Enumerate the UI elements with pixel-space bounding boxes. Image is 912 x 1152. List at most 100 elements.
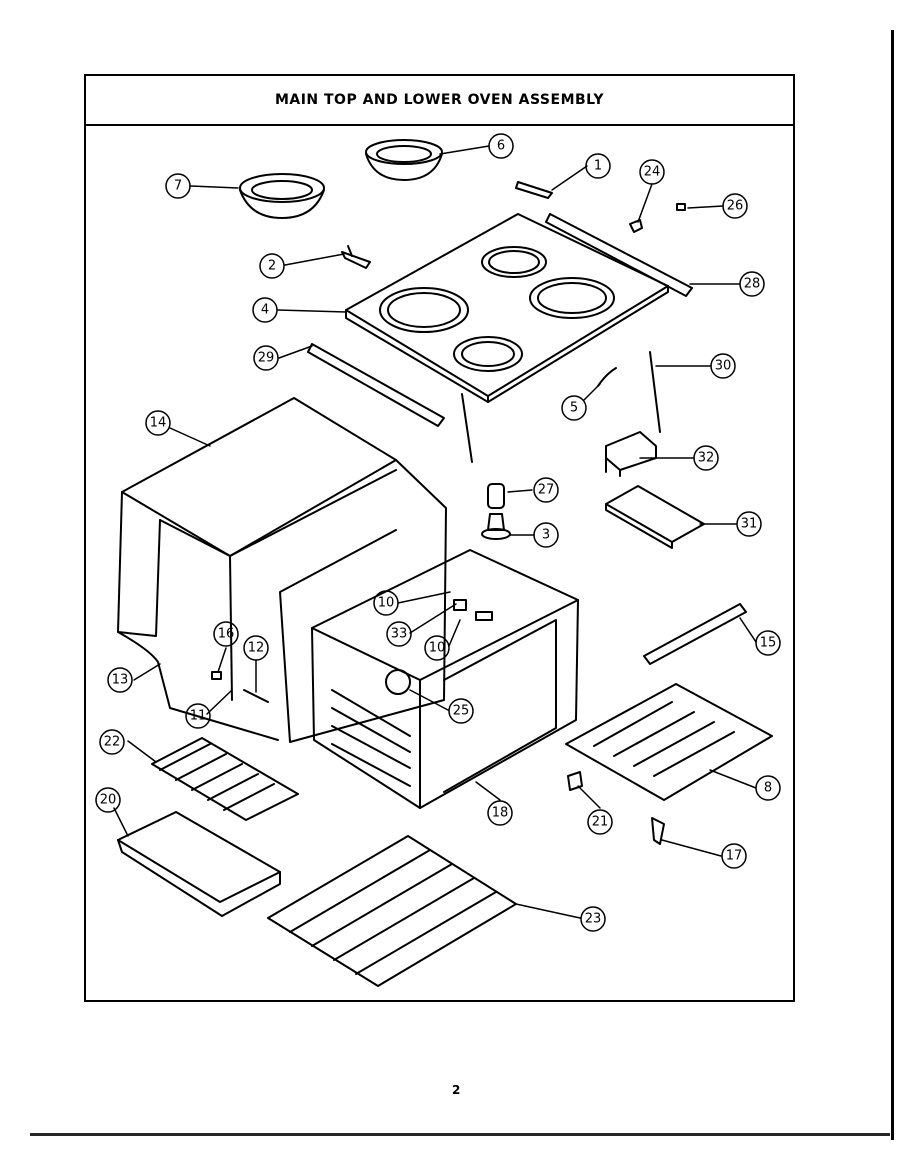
callout-label-33: 33 xyxy=(391,627,408,642)
callout-label-2: 2 xyxy=(268,259,276,274)
part-31-plate xyxy=(605,485,705,549)
callout-5 xyxy=(561,395,587,421)
callout-22 xyxy=(99,729,125,755)
callout-label-22: 22 xyxy=(104,735,121,750)
callout-32 xyxy=(693,445,719,471)
callout-label-5: 5 xyxy=(570,401,578,416)
part-23-oven-rack xyxy=(267,835,517,987)
part-1-clip xyxy=(515,181,553,199)
part-4-cooktop xyxy=(345,213,669,403)
callout-28 xyxy=(739,271,765,297)
callout-label-20: 20 xyxy=(100,793,117,808)
callout-11 xyxy=(185,703,211,729)
callout-29 xyxy=(253,345,279,371)
part-20-broiler-pan xyxy=(117,811,281,917)
callout-7 xyxy=(165,173,191,199)
part-6-drip-bowl xyxy=(365,139,443,181)
callout-label-7: 7 xyxy=(174,179,182,194)
part-22-broiler-grid xyxy=(151,737,299,821)
part-16-nut xyxy=(211,671,222,680)
callout-1 xyxy=(585,153,611,179)
callout-3 xyxy=(533,522,559,548)
callout-27 xyxy=(533,477,559,503)
diagram-frame: MAIN TOP AND LOWER OVEN ASSEMBLY xyxy=(84,74,795,1002)
part-15-rail xyxy=(643,603,747,665)
callout-label-31: 31 xyxy=(741,517,758,532)
callout-26 xyxy=(722,193,748,219)
callout-17 xyxy=(721,843,747,869)
callout-10a xyxy=(373,590,399,616)
callout-label-17: 17 xyxy=(726,849,743,864)
callout-label-13: 13 xyxy=(112,673,129,688)
callout-label-14: 14 xyxy=(150,416,167,431)
part-3-fitting xyxy=(481,513,511,540)
callout-label-10b: 10 xyxy=(429,641,446,656)
callout-label-21: 21 xyxy=(592,815,609,830)
scan-bottom-rule xyxy=(30,1133,890,1136)
callout-14 xyxy=(145,410,171,436)
callout-label-30: 30 xyxy=(715,359,732,374)
callout-16 xyxy=(213,621,239,647)
diagram-title: MAIN TOP AND LOWER OVEN ASSEMBLY xyxy=(274,92,605,108)
callout-21 xyxy=(587,809,613,835)
callout-6 xyxy=(488,133,514,159)
callout-label-11: 11 xyxy=(190,709,207,724)
callout-label-27: 27 xyxy=(538,483,555,498)
callout-label-28: 28 xyxy=(744,277,761,292)
callout-12 xyxy=(243,635,269,661)
part-21-clip xyxy=(567,771,583,791)
callout-24 xyxy=(639,159,665,185)
callout-label-6: 6 xyxy=(497,139,505,154)
callout-10b xyxy=(424,635,450,661)
callout-label-25: 25 xyxy=(453,704,470,719)
callout-label-26: 26 xyxy=(727,199,744,214)
part-18-oven-cavity xyxy=(311,549,579,809)
part-7-drip-bowl xyxy=(239,173,325,219)
callout-label-24: 24 xyxy=(644,165,661,180)
part-14-insulation-blanket xyxy=(117,397,447,743)
callout-30 xyxy=(710,353,736,379)
callout-markers xyxy=(95,133,781,932)
leader-lines xyxy=(113,145,757,919)
callout-20 xyxy=(95,787,121,813)
title-bar: MAIN TOP AND LOWER OVEN ASSEMBLY xyxy=(86,76,793,126)
callout-label-23: 23 xyxy=(585,912,602,927)
callout-label-29: 29 xyxy=(258,351,275,366)
callout-label-4: 4 xyxy=(261,303,269,318)
part-5-wire xyxy=(597,367,617,387)
callout-4 xyxy=(252,297,278,323)
support-rod xyxy=(461,393,473,463)
callout-label-1: 1 xyxy=(594,159,602,174)
callout-label-16: 16 xyxy=(218,627,235,642)
callout-label-3: 3 xyxy=(542,528,550,543)
callout-2 xyxy=(259,253,285,279)
callout-15 xyxy=(755,630,781,656)
callout-label-8: 8 xyxy=(764,781,772,796)
callout-18 xyxy=(487,800,513,826)
callout-label-10a: 10 xyxy=(378,596,395,611)
part-29-trim-strip xyxy=(307,343,445,427)
callout-label-12: 12 xyxy=(248,641,265,656)
callout-8 xyxy=(755,775,781,801)
part-8-broil-element xyxy=(565,683,773,801)
callout-23 xyxy=(580,906,606,932)
callout-31 xyxy=(736,511,762,537)
part-30-rod xyxy=(649,351,661,433)
part-26-nut xyxy=(676,203,686,211)
callout-33 xyxy=(386,621,412,647)
page-number: 2 xyxy=(452,1083,461,1097)
part-12-screw xyxy=(243,689,269,703)
callout-25 xyxy=(448,698,474,724)
part-28-trim-strip xyxy=(545,213,693,297)
callout-label-32: 32 xyxy=(698,451,715,466)
part-24-bracket xyxy=(629,219,643,233)
callout-label-15: 15 xyxy=(760,636,777,651)
part-2-bracket xyxy=(341,245,371,269)
page-edge-rule xyxy=(891,30,894,1140)
part-17-clip xyxy=(651,817,665,845)
part-32-bracket xyxy=(605,431,657,477)
callout-label-18: 18 xyxy=(492,806,509,821)
callout-13 xyxy=(107,667,133,693)
part-27-cap xyxy=(487,483,505,509)
